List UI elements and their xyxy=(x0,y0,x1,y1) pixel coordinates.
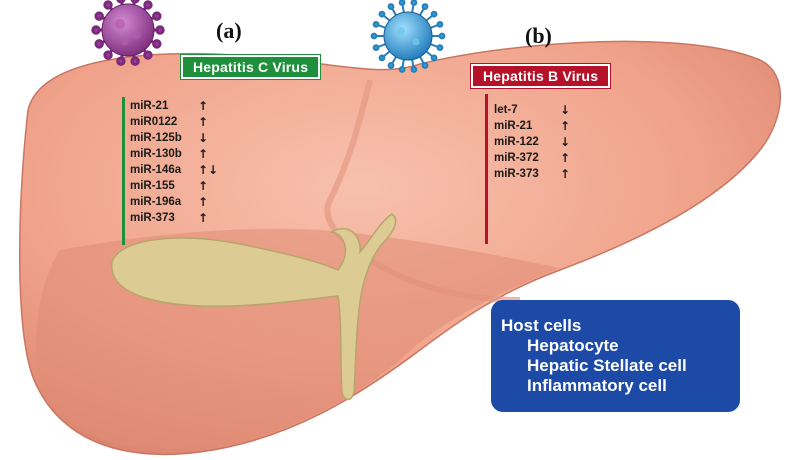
mirna-name: miR-155 xyxy=(130,180,175,192)
regulation-arrow: ↑ xyxy=(560,167,571,181)
hcv-mirna-list: miR-21↑miR0122↑miR-125b↓miR-130b↑miR-146… xyxy=(130,98,218,226)
regulation-arrow: ↑ xyxy=(198,179,209,193)
mirna-item: miR-125b ↓ xyxy=(130,130,208,146)
mirna-name: miR-372 xyxy=(494,152,539,164)
regulation-arrow: ↑ xyxy=(198,99,209,113)
host-cell-item: Hepatocyte xyxy=(527,336,619,355)
host-cells-title: Host cells xyxy=(501,316,582,335)
regulation-arrow: ↓ xyxy=(560,103,571,117)
regulation-arrow: ↑ xyxy=(560,151,571,165)
hbv-virus-icon xyxy=(370,0,446,73)
regulation-arrow: ↓ xyxy=(560,135,571,149)
mirna-name: let-7 xyxy=(494,104,518,116)
mirna-item: miR-155 ↑ xyxy=(130,178,208,194)
regulation-arrow: ↑ xyxy=(198,211,209,225)
mirna-name: miR0122 xyxy=(130,116,178,128)
mirna-name: miR-21 xyxy=(494,120,533,132)
hbv-bracket-line xyxy=(485,94,488,244)
regulation-arrow: ↑ xyxy=(198,115,209,129)
regulation-arrow: ↑ xyxy=(560,119,571,133)
mirna-item: miR0122 ↑ xyxy=(130,114,208,130)
mirna-item: miR-373 ↑ xyxy=(130,210,208,226)
mirna-item: let-7 ↓ xyxy=(494,102,570,118)
panel-label-b: (b) xyxy=(525,23,552,48)
regulation-arrow: ↑↓ xyxy=(198,163,219,177)
host-cell-item: Hepatic Stellate cell xyxy=(527,356,687,375)
mirna-item: miR-122 ↓ xyxy=(494,134,570,150)
mirna-name: miR-373 xyxy=(130,212,175,224)
mirna-item: miR-146a ↑↓ xyxy=(130,162,218,178)
host-cells-box: Host cells Hepatocyte Hepatic Stellate c… xyxy=(491,300,740,412)
mirna-name: miR-146a xyxy=(130,164,182,176)
hcv-virus-icon xyxy=(91,0,165,66)
mirna-item: miR-130b ↑ xyxy=(130,146,208,162)
hbv-mirna-list: let-7 ↓ miR-21 ↑ miR-122 ↓ miR-372 ↑ miR-373 ↑ xyxy=(494,102,570,182)
hcv-title-tag: Hepatitis C Virus xyxy=(181,55,321,79)
mirna-item: miR-21 ↑ xyxy=(130,98,208,114)
regulation-arrow: ↑ xyxy=(198,195,209,209)
mirna-name: miR-130b xyxy=(130,148,182,160)
hbv-title-tag: Hepatitis B Virus xyxy=(471,64,611,88)
panel-label-a: (a) xyxy=(216,18,242,43)
gallbladder-illustration xyxy=(111,213,397,401)
mirna-name: miR-125b xyxy=(130,132,182,144)
regulation-arrow: ↓ xyxy=(198,131,209,145)
mirna-item: miR-373 ↑ xyxy=(494,166,570,182)
hcv-bracket-line xyxy=(122,97,125,245)
mirna-name: miR-21 xyxy=(130,100,169,112)
mirna-item: miR-196a ↑ xyxy=(130,194,208,210)
host-cell-item: Inflammatory cell xyxy=(527,376,667,395)
mirna-item: miR-21 ↑ xyxy=(494,118,570,134)
mirna-item: miR-372 ↑ xyxy=(494,150,570,166)
regulation-arrow: ↑ xyxy=(198,147,209,161)
mirna-name: miR-122 xyxy=(494,136,539,148)
mirna-name: miR-196a xyxy=(130,196,182,208)
mirna-name: miR-373 xyxy=(494,168,539,180)
